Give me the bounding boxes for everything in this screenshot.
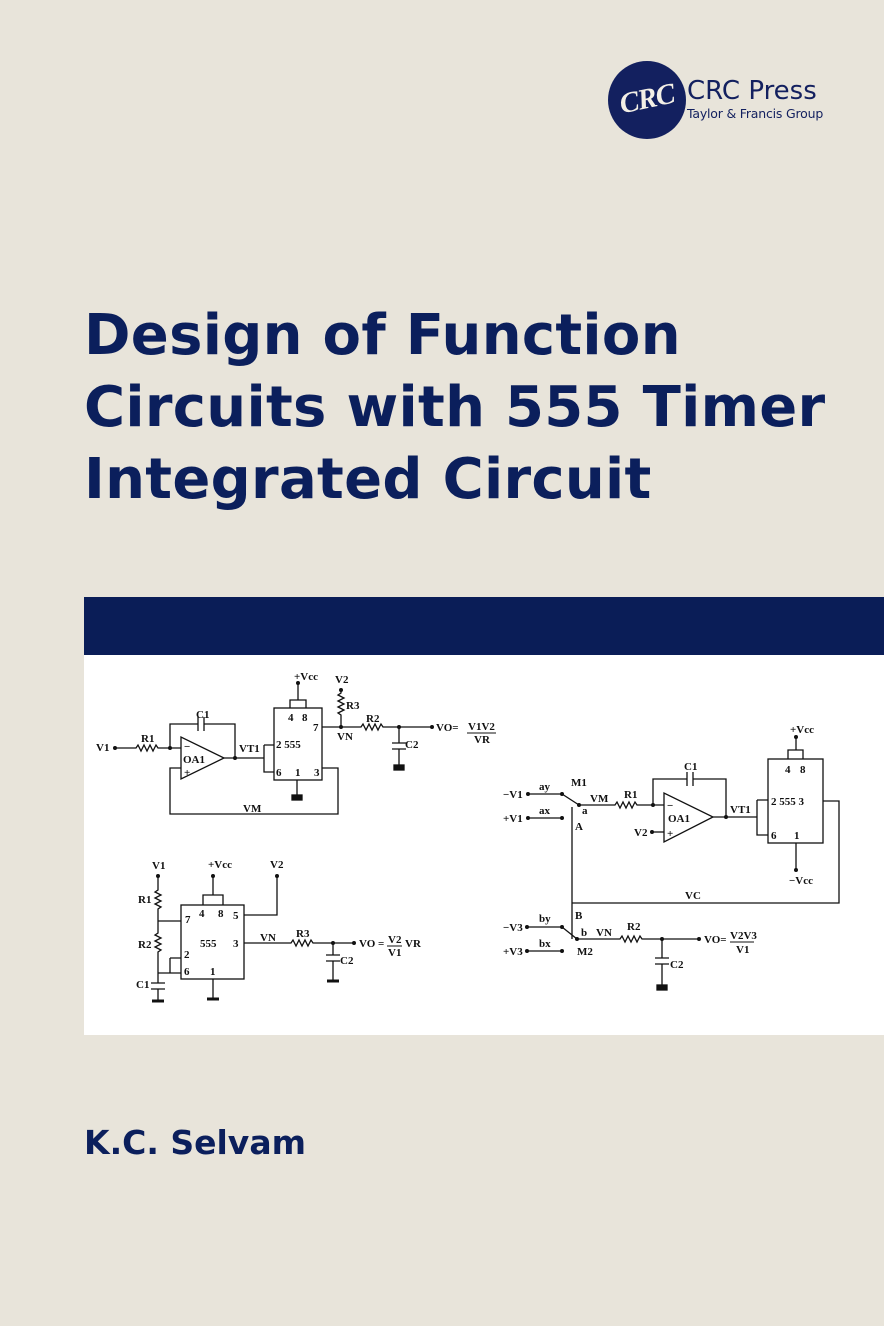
label: bx [539, 938, 551, 950]
label: V2 [335, 674, 349, 686]
label: R1 [624, 789, 637, 801]
label: +Vcc [294, 671, 318, 683]
label: −V1 [503, 789, 523, 801]
label: R1 [141, 733, 154, 745]
label: V1 [736, 944, 749, 956]
label: R1 [138, 894, 151, 906]
label: 8 [218, 908, 224, 920]
label: 1 [295, 767, 301, 779]
label: VR [405, 938, 422, 950]
label: 7 [313, 722, 319, 734]
label: V2 [270, 859, 284, 871]
label: 3 [314, 767, 320, 779]
label: R2 [138, 939, 152, 951]
label: B [575, 910, 583, 922]
label: VO = [359, 938, 384, 950]
label: V1 [388, 947, 401, 959]
label: C2 [340, 955, 354, 967]
label: V2 [388, 934, 402, 946]
label: V1 [96, 742, 109, 754]
label: V2V3 [730, 930, 757, 942]
title-line: Integrated Circuit [84, 447, 652, 512]
label: +V3 [503, 946, 523, 958]
label: 4 [288, 712, 294, 724]
label: 1 [210, 966, 216, 978]
author-name: K.C. Selvam [84, 1123, 306, 1162]
label: OA1 [668, 813, 690, 825]
label: +Vcc [208, 859, 232, 871]
label: M1 [571, 777, 587, 789]
label: 5 [233, 910, 239, 922]
label: +Vcc [790, 724, 814, 736]
label: R2 [366, 713, 380, 725]
label: V2 [634, 827, 648, 839]
label: 7 [185, 914, 191, 926]
label: VT1 [239, 743, 260, 755]
label: 2 555 [276, 739, 301, 751]
book-title: Design of Function Circuits with 555 Tim… [84, 300, 825, 516]
label: 6 [771, 830, 777, 842]
publisher-group: Taylor & Francis Group [687, 106, 824, 121]
label: 3 [233, 938, 239, 950]
label: V1 [152, 860, 165, 872]
label: VM [243, 803, 262, 815]
label: C2 [670, 959, 684, 971]
label: − [184, 741, 190, 753]
label: 8 [800, 764, 806, 776]
label: +V1 [503, 813, 523, 825]
label: 4 [785, 764, 791, 776]
label: 1 [794, 830, 800, 842]
label: VN [337, 731, 353, 743]
label: V1V2 [468, 721, 495, 733]
label: −V3 [503, 922, 523, 934]
label: VN [260, 932, 276, 944]
logo-text: CRC [616, 77, 678, 121]
publisher: CRC Press Taylor & Francis Group [687, 76, 823, 122]
label: 6 [184, 966, 190, 978]
label: 2 555 3 [771, 796, 805, 808]
title-line: Design of Function [84, 303, 681, 368]
label: C1 [196, 709, 209, 721]
label: 2 [184, 949, 190, 961]
label: VO= [704, 934, 727, 946]
label: by [539, 913, 551, 925]
label: VM [590, 793, 609, 805]
label: − [667, 800, 673, 812]
label: ay [539, 781, 551, 793]
label: −Vcc [789, 875, 813, 887]
label: a [582, 805, 588, 817]
label: OA1 [183, 754, 205, 766]
label: C2 [405, 739, 419, 751]
navy-band [84, 597, 884, 655]
label: 8 [302, 712, 308, 724]
label: M2 [577, 946, 593, 958]
label: VR [474, 734, 491, 746]
label: R3 [346, 700, 360, 712]
crc-logo: CRC [608, 61, 686, 139]
label: + [184, 767, 190, 779]
label: C1 [136, 979, 149, 991]
label: 6 [276, 767, 282, 779]
label: VO= [436, 722, 459, 734]
label: R2 [627, 921, 641, 933]
label: 555 [200, 938, 217, 950]
publisher-name: CRC Press [687, 76, 817, 106]
label: VC [685, 890, 701, 902]
label: C1 [684, 761, 697, 773]
label: VT1 [730, 804, 751, 816]
label: VN [596, 927, 612, 939]
circuit-3: −V1 ay M1 a +V1 ax A VM R1 C1 OA1 V2 VT1… [503, 724, 840, 991]
circuit-diagrams-panel: V1 R1 C1 OA1 VT1 +Vcc 4 8 7 2 555 6 1 3 … [84, 655, 884, 1035]
label: + [667, 828, 673, 840]
label: R3 [296, 928, 310, 940]
label: ax [539, 805, 551, 817]
title-line: Circuits with 555 Timer [84, 375, 826, 440]
label: A [575, 821, 583, 833]
circuit-1: V1 R1 C1 OA1 VT1 +Vcc 4 8 7 2 555 6 1 3 … [96, 671, 496, 815]
label: b [581, 927, 587, 939]
circuit-2: V1 R1 R2 C1 +Vcc V2 7 4 8 5 555 3 2 6 1 … [136, 859, 422, 1003]
label: 4 [199, 908, 205, 920]
